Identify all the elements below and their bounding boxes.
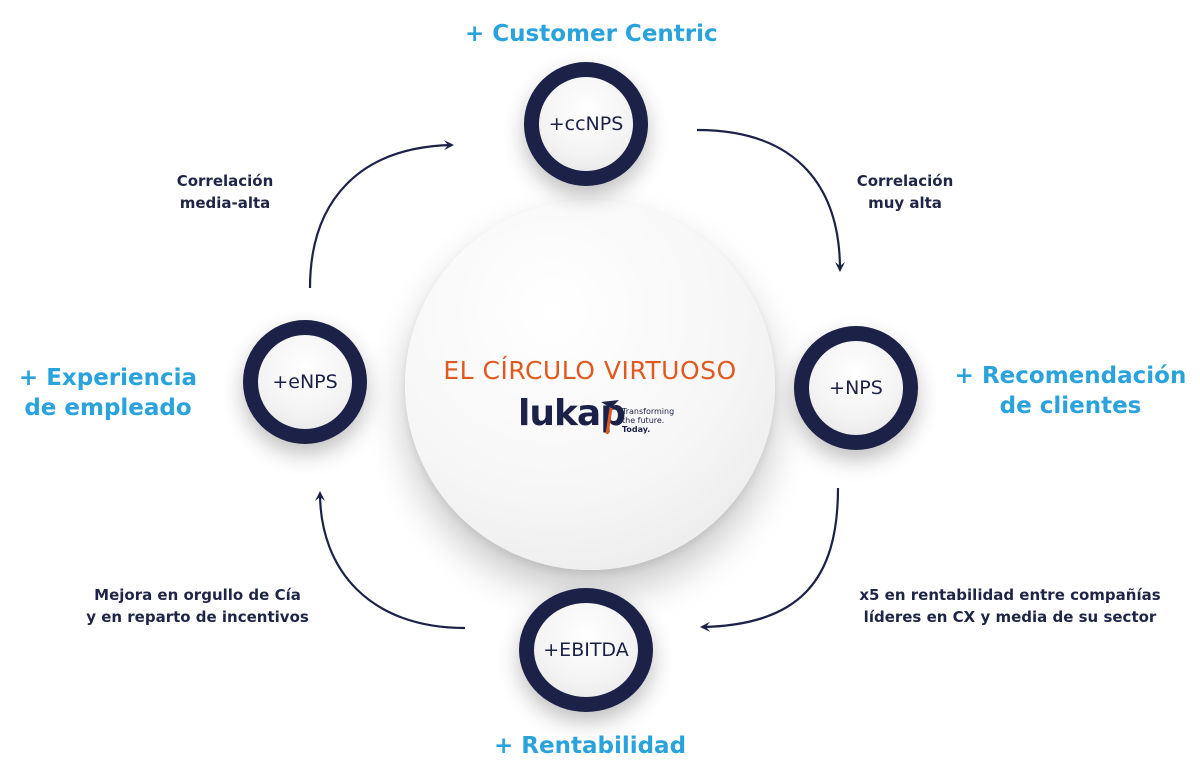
note-bottom-left: Mejora en orgullo de Cía y en reparto de… — [70, 584, 325, 628]
logo-arrow-icon — [601, 400, 619, 435]
node-ebitda-label: +EBITDA — [534, 603, 638, 697]
note-top-right: Correlación muy alta — [820, 170, 990, 214]
node-nps-label: +NPS — [809, 341, 903, 435]
node-nps: +NPS — [794, 326, 918, 450]
note-top-right-line1: Correlación — [856, 172, 954, 190]
arrow-top-to-right — [696, 128, 845, 272]
heading-experiencia-line1: + Experiencia — [18, 365, 198, 391]
note-top-left-line1: Correlación — [176, 172, 274, 190]
note-bottom-right-line1: x5 en rentabilidad entre compañías — [859, 586, 1161, 604]
heading-experiencia: + Experiencia de empleado — [8, 363, 208, 423]
center-circle — [405, 200, 775, 570]
note-bottom-left-line1: Mejora en orgullo de Cía — [94, 586, 301, 604]
node-enps-label: +eNPS — [258, 335, 352, 429]
heading-recomendacion: + Recomendación de clientes — [948, 361, 1193, 421]
node-ccnps: +ccNPS — [524, 62, 648, 186]
logo-tagline-line2: the future. — [622, 416, 665, 425]
logo-tagline-line3: Today. — [622, 425, 651, 434]
heading-recomendacion-line1: + Recomendación — [954, 363, 1187, 389]
note-top-left-line2: media-alta — [179, 194, 271, 212]
note-bottom-right-line2: líderes en CX y media de su sector — [863, 608, 1157, 626]
logo-tagline: Transforming the future. Today. — [622, 407, 682, 434]
heading-recomendacion-line2: de clientes — [999, 393, 1142, 419]
logo-tagline-line1: Transforming — [622, 407, 675, 416]
node-ccnps-label: +ccNPS — [539, 77, 633, 171]
arrow-bottom-to-left — [315, 491, 466, 630]
heading-rentabilidad: + Rentabilidad — [494, 733, 687, 759]
note-bottom-left-line2: y en reparto de incentivos — [86, 608, 309, 626]
node-enps: +eNPS — [243, 320, 367, 444]
heading-customer-centric: + Customer Centric — [465, 21, 718, 47]
node-ebitda: +EBITDA — [519, 588, 653, 712]
arrow-left-to-top — [308, 140, 454, 289]
heading-experiencia-line2: de empleado — [24, 395, 192, 421]
arrow-right-to-bottom — [700, 487, 840, 632]
note-bottom-right: x5 en rentabilidad entre compañías líder… — [850, 584, 1170, 628]
note-top-left: Correlación media-alta — [140, 170, 310, 214]
note-top-right-line2: muy alta — [868, 194, 942, 212]
center-title: EL CÍRCULO VIRTUOSO — [443, 356, 737, 385]
